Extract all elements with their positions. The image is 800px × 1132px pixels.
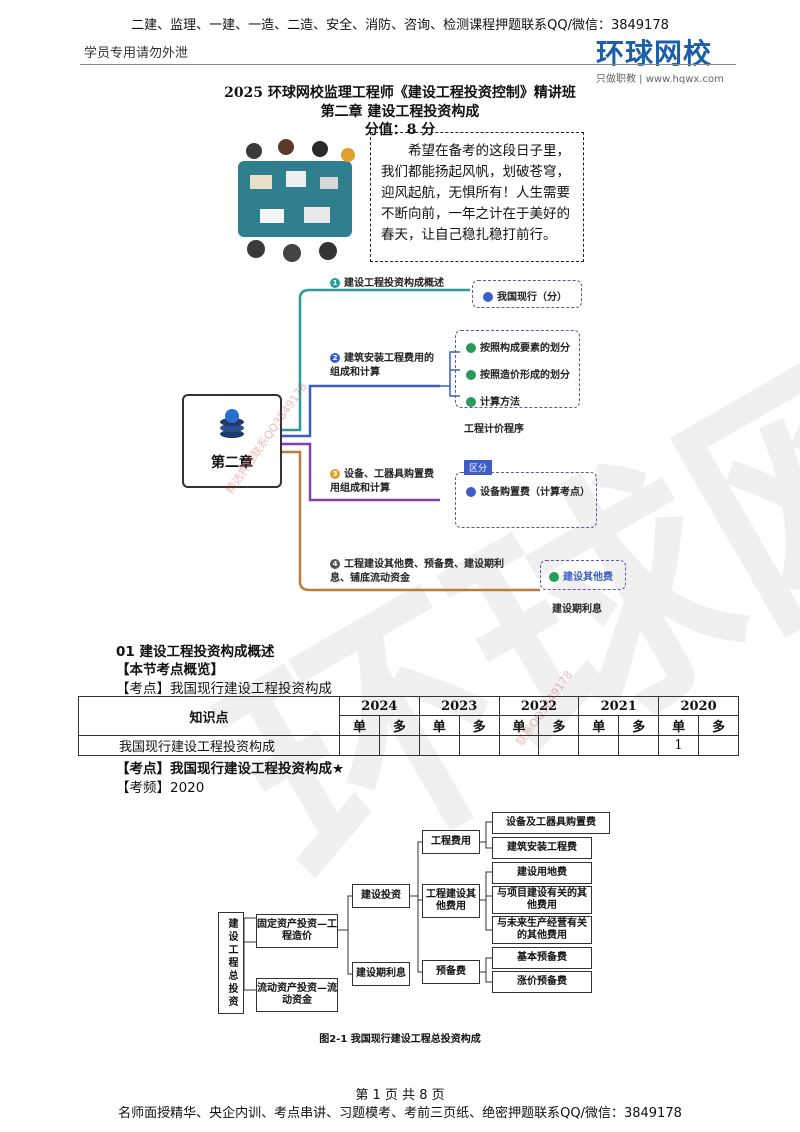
root-label: 第二章 (211, 455, 253, 471)
org-l2-interest: 建设期利息 (352, 962, 410, 986)
sub-single: 单 (339, 715, 380, 736)
org-l4-5: 与未来生产经营有关的其他费用 (492, 916, 592, 944)
cell (418, 735, 460, 756)
header-divider (80, 64, 736, 65)
cell (538, 735, 580, 756)
motivational-quote: 希望在备考的这段日子里，我们都能扬起风帆，划破苍穹，迎风起航，无惧所有！人生需要… (370, 132, 584, 262)
row-name: 我国现行建设工程投资构成 (78, 735, 340, 756)
branch-2-child-2: 按照造价形成的划分 (480, 370, 570, 381)
org-l1-fixed: 固定资产投资—工程造价 (256, 914, 338, 948)
org-l2-invest: 建设投资 (352, 884, 410, 908)
org-l3-reserve: 预备费 (422, 960, 480, 984)
cell (578, 735, 620, 756)
branch-3-num: 3 (330, 469, 340, 479)
sub-multi: 多 (378, 715, 420, 736)
mindmap-root: 第二章 (182, 394, 282, 488)
branch-2-extra: 工程计价程序 (464, 424, 524, 435)
sub-single: 单 (498, 715, 540, 736)
year-2020: 2020 (658, 696, 739, 716)
branch-3-box: 设备购置费（计算考点） (455, 472, 597, 528)
score-label: 分值：8 分 (364, 122, 436, 138)
cell (618, 735, 660, 756)
cell (378, 735, 420, 756)
branch-1-num: 1 (330, 278, 340, 288)
overview-heading: 【本节考点概览】 (116, 662, 224, 678)
cell (498, 735, 540, 756)
branch-4-box: 建设其他费 (540, 560, 626, 590)
page-number: 第 1 页 共 8 页 (355, 1088, 445, 1103)
org-chart-lines (243, 821, 492, 991)
org-l3-eng: 工程费用 (422, 830, 480, 854)
branch-4-num: 4 (330, 559, 340, 569)
logo-subtitle: 只做职教 | www.hqwx.com (596, 74, 724, 85)
cell: 1 (658, 735, 700, 756)
branch-1: 1 建设工程投资构成概述 (330, 274, 444, 289)
course-title: 2025 环球网校监理工程师《建设工程投资控制》精讲班 (224, 85, 576, 101)
top-banner: 二建、监理、一建、一造、二造、安全、消防、咨询、检测课程押题联系QQ/微信：38… (131, 18, 669, 33)
org-l4-1: 设备及工器具购置费 (492, 812, 610, 834)
branch-1-box: 我国现行（分） (472, 280, 582, 308)
org-root: 建设工程总投资 (218, 912, 244, 1014)
coins-icon (220, 409, 244, 438)
branch-3-child: 设备购置费（计算考点） (480, 487, 590, 498)
cell (698, 735, 739, 756)
distinguish-tag: 区分 (464, 460, 493, 475)
confidential-note: 学员专用请勿外泄 (84, 46, 189, 61)
exam-frequency-table: 知识点 2024 2023 2022 2021 2020 单多 单多 单多 单多… (78, 696, 739, 756)
section-heading: 01 建设工程投资构成概述 (116, 644, 275, 660)
org-l4-7: 涨价预备费 (492, 971, 592, 993)
sub-single: 单 (578, 715, 620, 736)
org-l4-6: 基本预备费 (492, 947, 592, 969)
footer-promo: 名师面授精华、央企内训、考点串讲、习题模考、考前三页纸、绝密押题联系QQ/微信：… (118, 1106, 682, 1121)
year-2022: 2022 (498, 696, 580, 716)
kp2-heading: 【考点】我国现行建设工程投资构成★ (116, 761, 345, 777)
year-2021: 2021 (578, 696, 660, 716)
table-row: 我国现行建设工程投资构成 1 (78, 735, 739, 756)
sub-multi: 多 (618, 715, 660, 736)
col-header: 知识点 (78, 696, 340, 736)
org-l3-other: 工程建设其他费用 (422, 884, 480, 918)
meeting-illustration (238, 139, 355, 262)
branch-2-box: 按照构成要素的划分 按照造价形成的划分 计算方法 (455, 330, 580, 408)
branch-2-label: 建筑安装工程费用的组成和计算 (330, 353, 434, 378)
org-l4-4: 与项目建设有关的其他费用 (492, 886, 592, 914)
org-l4-3: 建设用地费 (492, 862, 592, 884)
branch-3-label: 设备、工器具购置费用组成和计算 (330, 469, 434, 494)
org-l1-current: 流动资产投资—流动资金 (256, 978, 338, 1012)
branch-4-extra: 建设期利息 (552, 604, 602, 615)
branch-4-child: 建设其他费 (563, 572, 613, 583)
sub-multi: 多 (698, 715, 739, 736)
sub-multi: 多 (538, 715, 580, 736)
year-2023: 2023 (418, 696, 500, 716)
cell (458, 735, 500, 756)
branch-2-child-3: 计算方法 (480, 397, 520, 408)
sub-single: 单 (658, 715, 700, 736)
figure-caption: 图2-1 我国现行建设工程总投资构成 (319, 1034, 481, 1045)
cell (339, 735, 380, 756)
sub-multi: 多 (458, 715, 500, 736)
mindmap-lines (282, 288, 540, 592)
branch-2-child-1: 按照构成要素的划分 (480, 343, 570, 354)
branch-1-child: 我国现行（分） (497, 292, 567, 303)
point-heading: 【考点】我国现行建设工程投资构成 (116, 681, 332, 697)
year-2024: 2024 (339, 696, 420, 716)
branch-4-label: 工程建设其他费、预备费、建设期利息、铺底流动资金 (330, 559, 504, 584)
branch-1-label: 建设工程投资构成概述 (344, 278, 444, 289)
sub-single: 单 (418, 715, 460, 736)
chapter-title: 第二章 建设工程投资构成 (320, 104, 480, 120)
kp2-frequency: 【考频】2020 (116, 780, 205, 796)
branch-2-num: 2 (330, 353, 340, 363)
org-l4-2: 建筑安装工程费 (492, 837, 592, 859)
